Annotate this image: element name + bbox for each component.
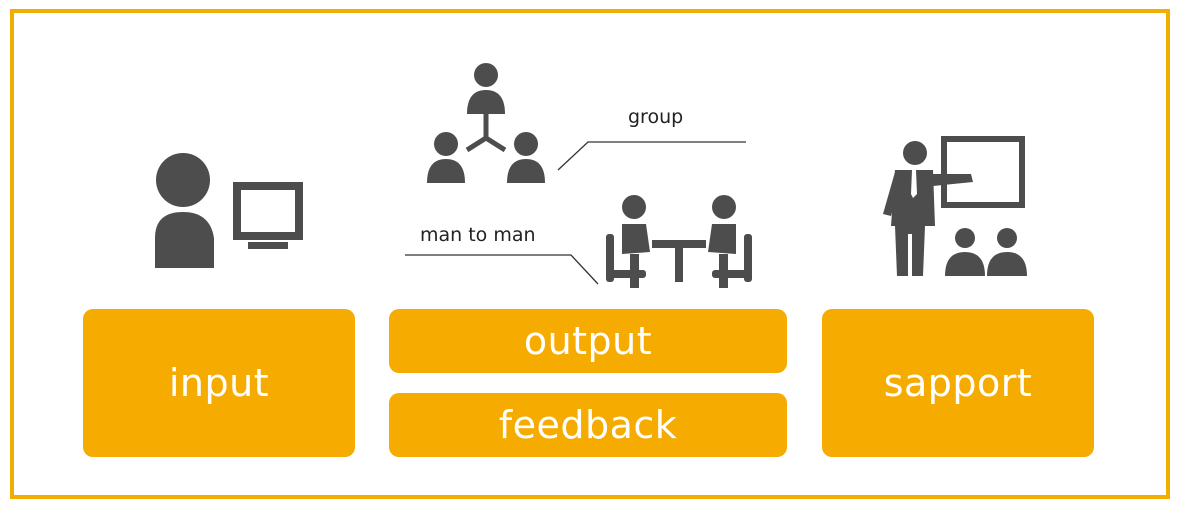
group-label: group <box>628 106 684 128</box>
output-box: output <box>389 309 787 373</box>
person-computer-icon <box>155 153 303 268</box>
feedback-box: feedback <box>389 393 787 457</box>
support-box: sapport <box>822 309 1094 457</box>
group-network-icon <box>427 63 545 183</box>
diagram-frame <box>10 9 1170 499</box>
one-on-one-meeting-icon <box>606 195 752 288</box>
presenter-whiteboard-icon <box>883 136 1027 276</box>
input-box: input <box>83 309 355 457</box>
man-to-man-label: man to man <box>420 224 536 246</box>
